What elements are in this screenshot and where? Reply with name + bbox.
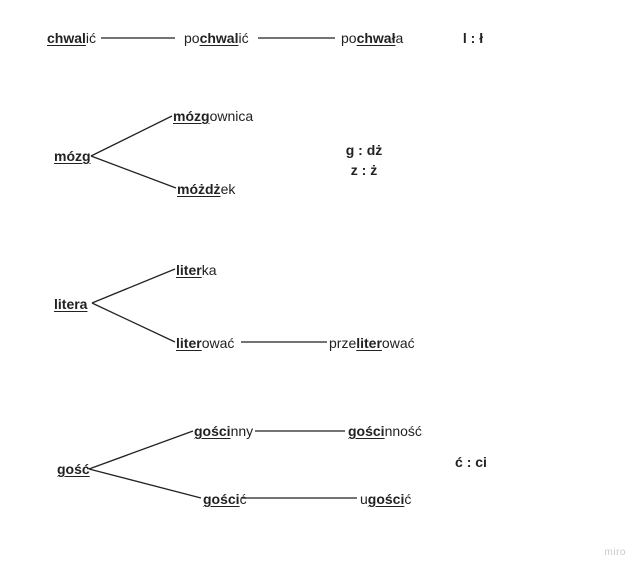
connector-mozg-mozgownica <box>90 115 173 157</box>
word-litera: litera <box>54 296 88 312</box>
alternation-l: l : ł <box>462 30 484 46</box>
connector-litera-literowac <box>91 302 176 343</box>
word-chwalic: chwalić <box>47 30 97 46</box>
word-pochwala: pochwała <box>341 30 404 46</box>
word-gosc: gość <box>57 461 90 477</box>
word-pochwalic: pochwalić <box>184 30 249 46</box>
word-goscinnosc: gościnność <box>348 423 422 439</box>
alternation-c-ci: ć : ci <box>455 454 487 470</box>
connector-mozg-mozdzek <box>90 155 177 189</box>
word-mozdzek: móżdżek <box>177 181 236 197</box>
word-goscic: gościć <box>203 491 247 507</box>
word-goscinny: gościnny <box>194 423 254 439</box>
word-ugoscic: ugościć <box>360 491 412 507</box>
alternation-z-z: z : ż <box>350 162 378 178</box>
connector-litera-literka <box>91 268 176 304</box>
word-literowac: literować <box>176 335 235 351</box>
word-mozg: mózg <box>54 148 91 164</box>
alternation-g-dz: g : dż <box>345 142 383 158</box>
connector-gosc-goscic <box>88 468 202 499</box>
connector-gosc-goscinny <box>88 430 194 470</box>
word-przeliterowac: przeliterować <box>329 335 415 351</box>
word-literka: literka <box>176 262 217 278</box>
watermark: miro <box>604 547 626 558</box>
word-mozgownica: mózgownica <box>173 108 254 124</box>
